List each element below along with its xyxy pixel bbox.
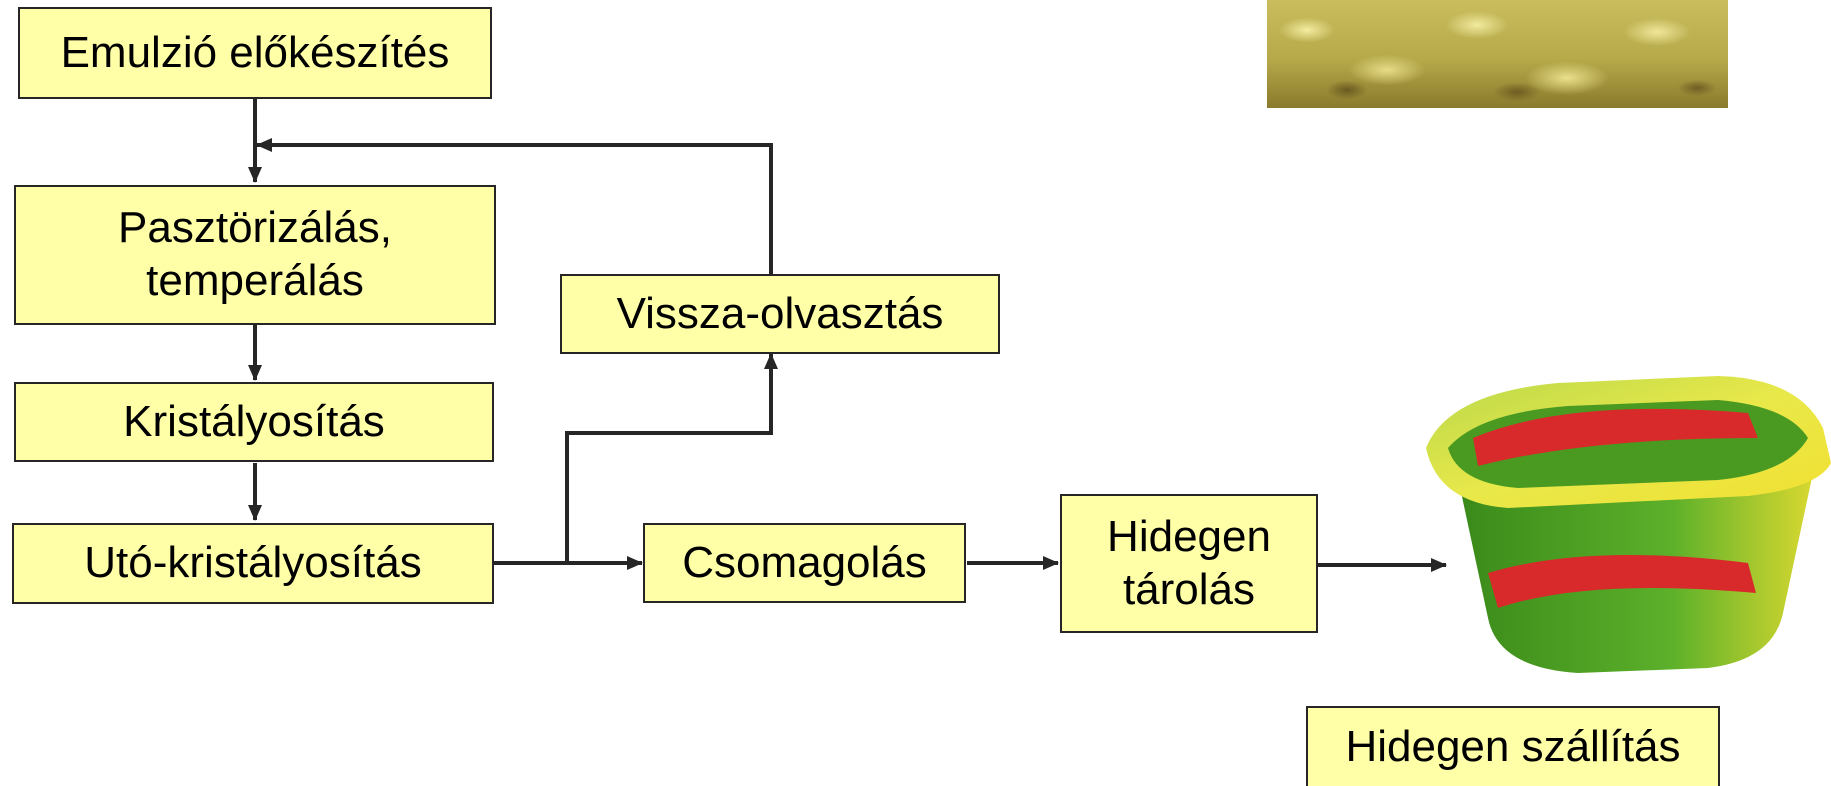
arrow-branch-to-remelting (565, 353, 778, 563)
step-cold-transport: Hidegen szállítás (1306, 706, 1720, 786)
step-cold-storage: Hidegen tárolás (1060, 494, 1318, 633)
step-remelting: Vissza-olvasztás (560, 274, 1000, 354)
arrow-remelting-feedback (256, 138, 773, 274)
step-pasteurization-tempering: Pasztörizálás, temperálás (14, 185, 496, 325)
step-emulsion-prep: Emulzió előkészítés (18, 7, 492, 99)
step-packaging: Csomagolás (643, 523, 966, 603)
step-post-crystallization: Utó-kristályosítás (12, 523, 494, 604)
herbs-photo (1267, 0, 1728, 108)
margarine-tub-photo (1418, 368, 1831, 688)
step-crystallization: Kristályosítás (14, 382, 494, 462)
